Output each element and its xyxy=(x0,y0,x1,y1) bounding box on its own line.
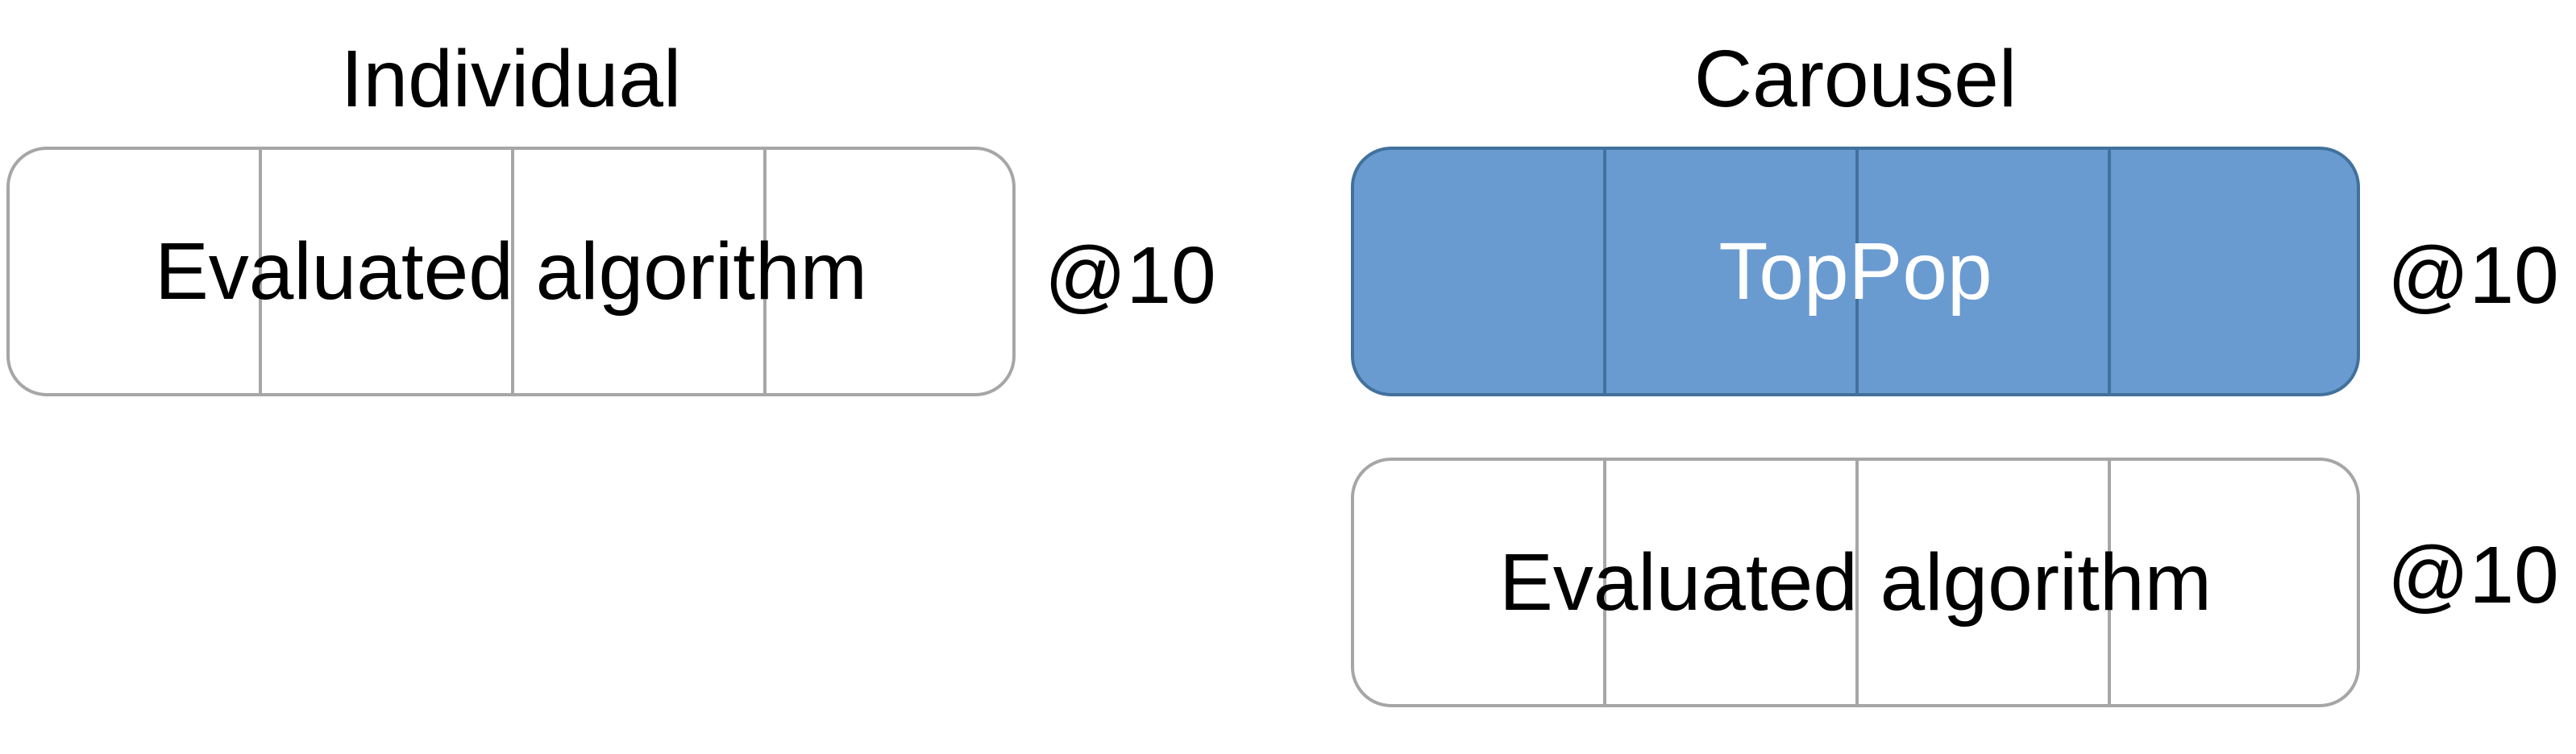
evaluated-cutoff-label: @10 xyxy=(2387,530,2559,620)
list-slot-divider xyxy=(763,150,767,393)
individual-list-label: Evaluated algorithm xyxy=(155,226,867,317)
toppop-cutoff-label: @10 xyxy=(2387,230,2559,321)
list-slot-divider xyxy=(1603,150,1606,393)
list-slot-divider xyxy=(511,150,514,393)
list-slot-divider xyxy=(1855,150,1859,393)
individual-title: Individual xyxy=(340,34,682,124)
evaluated-row-label: Evaluated algorithm xyxy=(1499,537,2212,628)
individual-cutoff-label: @10 xyxy=(1045,230,1216,321)
carousel-title: Carousel xyxy=(1693,34,2017,124)
list-slot-divider xyxy=(1855,461,1859,704)
carousel-toppop-row: TopPop xyxy=(1351,147,2360,396)
list-slot-divider xyxy=(1603,461,1606,704)
list-slot-divider xyxy=(2108,150,2111,393)
list-slot-divider xyxy=(259,150,262,393)
list-slot-divider xyxy=(2108,461,2111,704)
toppop-row-label: TopPop xyxy=(1718,226,1992,317)
individual-recommendation-list: Evaluated algorithm xyxy=(6,147,1016,396)
carousel-evaluated-row: Evaluated algorithm xyxy=(1351,458,2360,707)
